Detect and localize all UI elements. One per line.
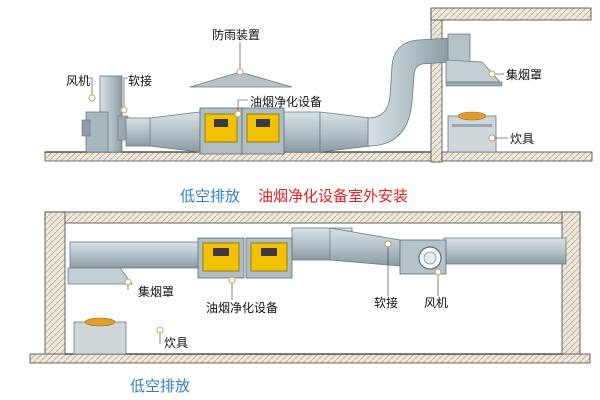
top-duct-horizontal [125, 111, 371, 153]
bottom-fan [399, 239, 447, 275]
label-bottom-soft-joint: 软接 [374, 296, 399, 310]
top-building-wall [430, 7, 593, 163]
bottom-duct-horizontal [69, 227, 567, 269]
top-duct-riser [367, 33, 471, 147]
caption-top-low-emission: 低空排放 [180, 187, 241, 205]
bottom-stove [73, 317, 127, 355]
top-purifier-unit [199, 107, 285, 155]
bottom-hood [67, 267, 133, 285]
top-rain-guard [189, 71, 293, 88]
bottom-callout-dots [124, 240, 442, 334]
top-fan-unit [81, 75, 129, 153]
top-callout-lines [86, 42, 508, 139]
label-top-purifier: 油烟净化设备 [250, 95, 323, 109]
top-stove [447, 111, 497, 153]
label-top-fan: 风机 [66, 74, 91, 88]
top-hood [445, 59, 503, 87]
label-bottom-purifier: 油烟净化设备 [206, 301, 279, 315]
top-callout-dots [88, 68, 496, 142]
label-bottom-fan: 风机 [424, 296, 449, 310]
label-bottom-stove: 炊具 [164, 336, 189, 350]
bottom-purifier-unit [197, 237, 293, 279]
caption-bottom-low-emission: 低空排放 [130, 377, 191, 395]
bottom-room-walls [29, 211, 591, 364]
label-top-stove: 炊具 [510, 132, 535, 146]
caption-top-outdoor-install: 油烟净化设备室外安装 [258, 187, 409, 205]
label-top-hood: 集烟罩 [506, 68, 543, 82]
label-top-soft-joint: 软接 [128, 74, 153, 88]
label-top-rain-guard: 防雨装置 [212, 28, 261, 42]
bottom-callout-lines [127, 246, 439, 344]
label-bottom-hood: 集烟罩 [138, 285, 175, 299]
